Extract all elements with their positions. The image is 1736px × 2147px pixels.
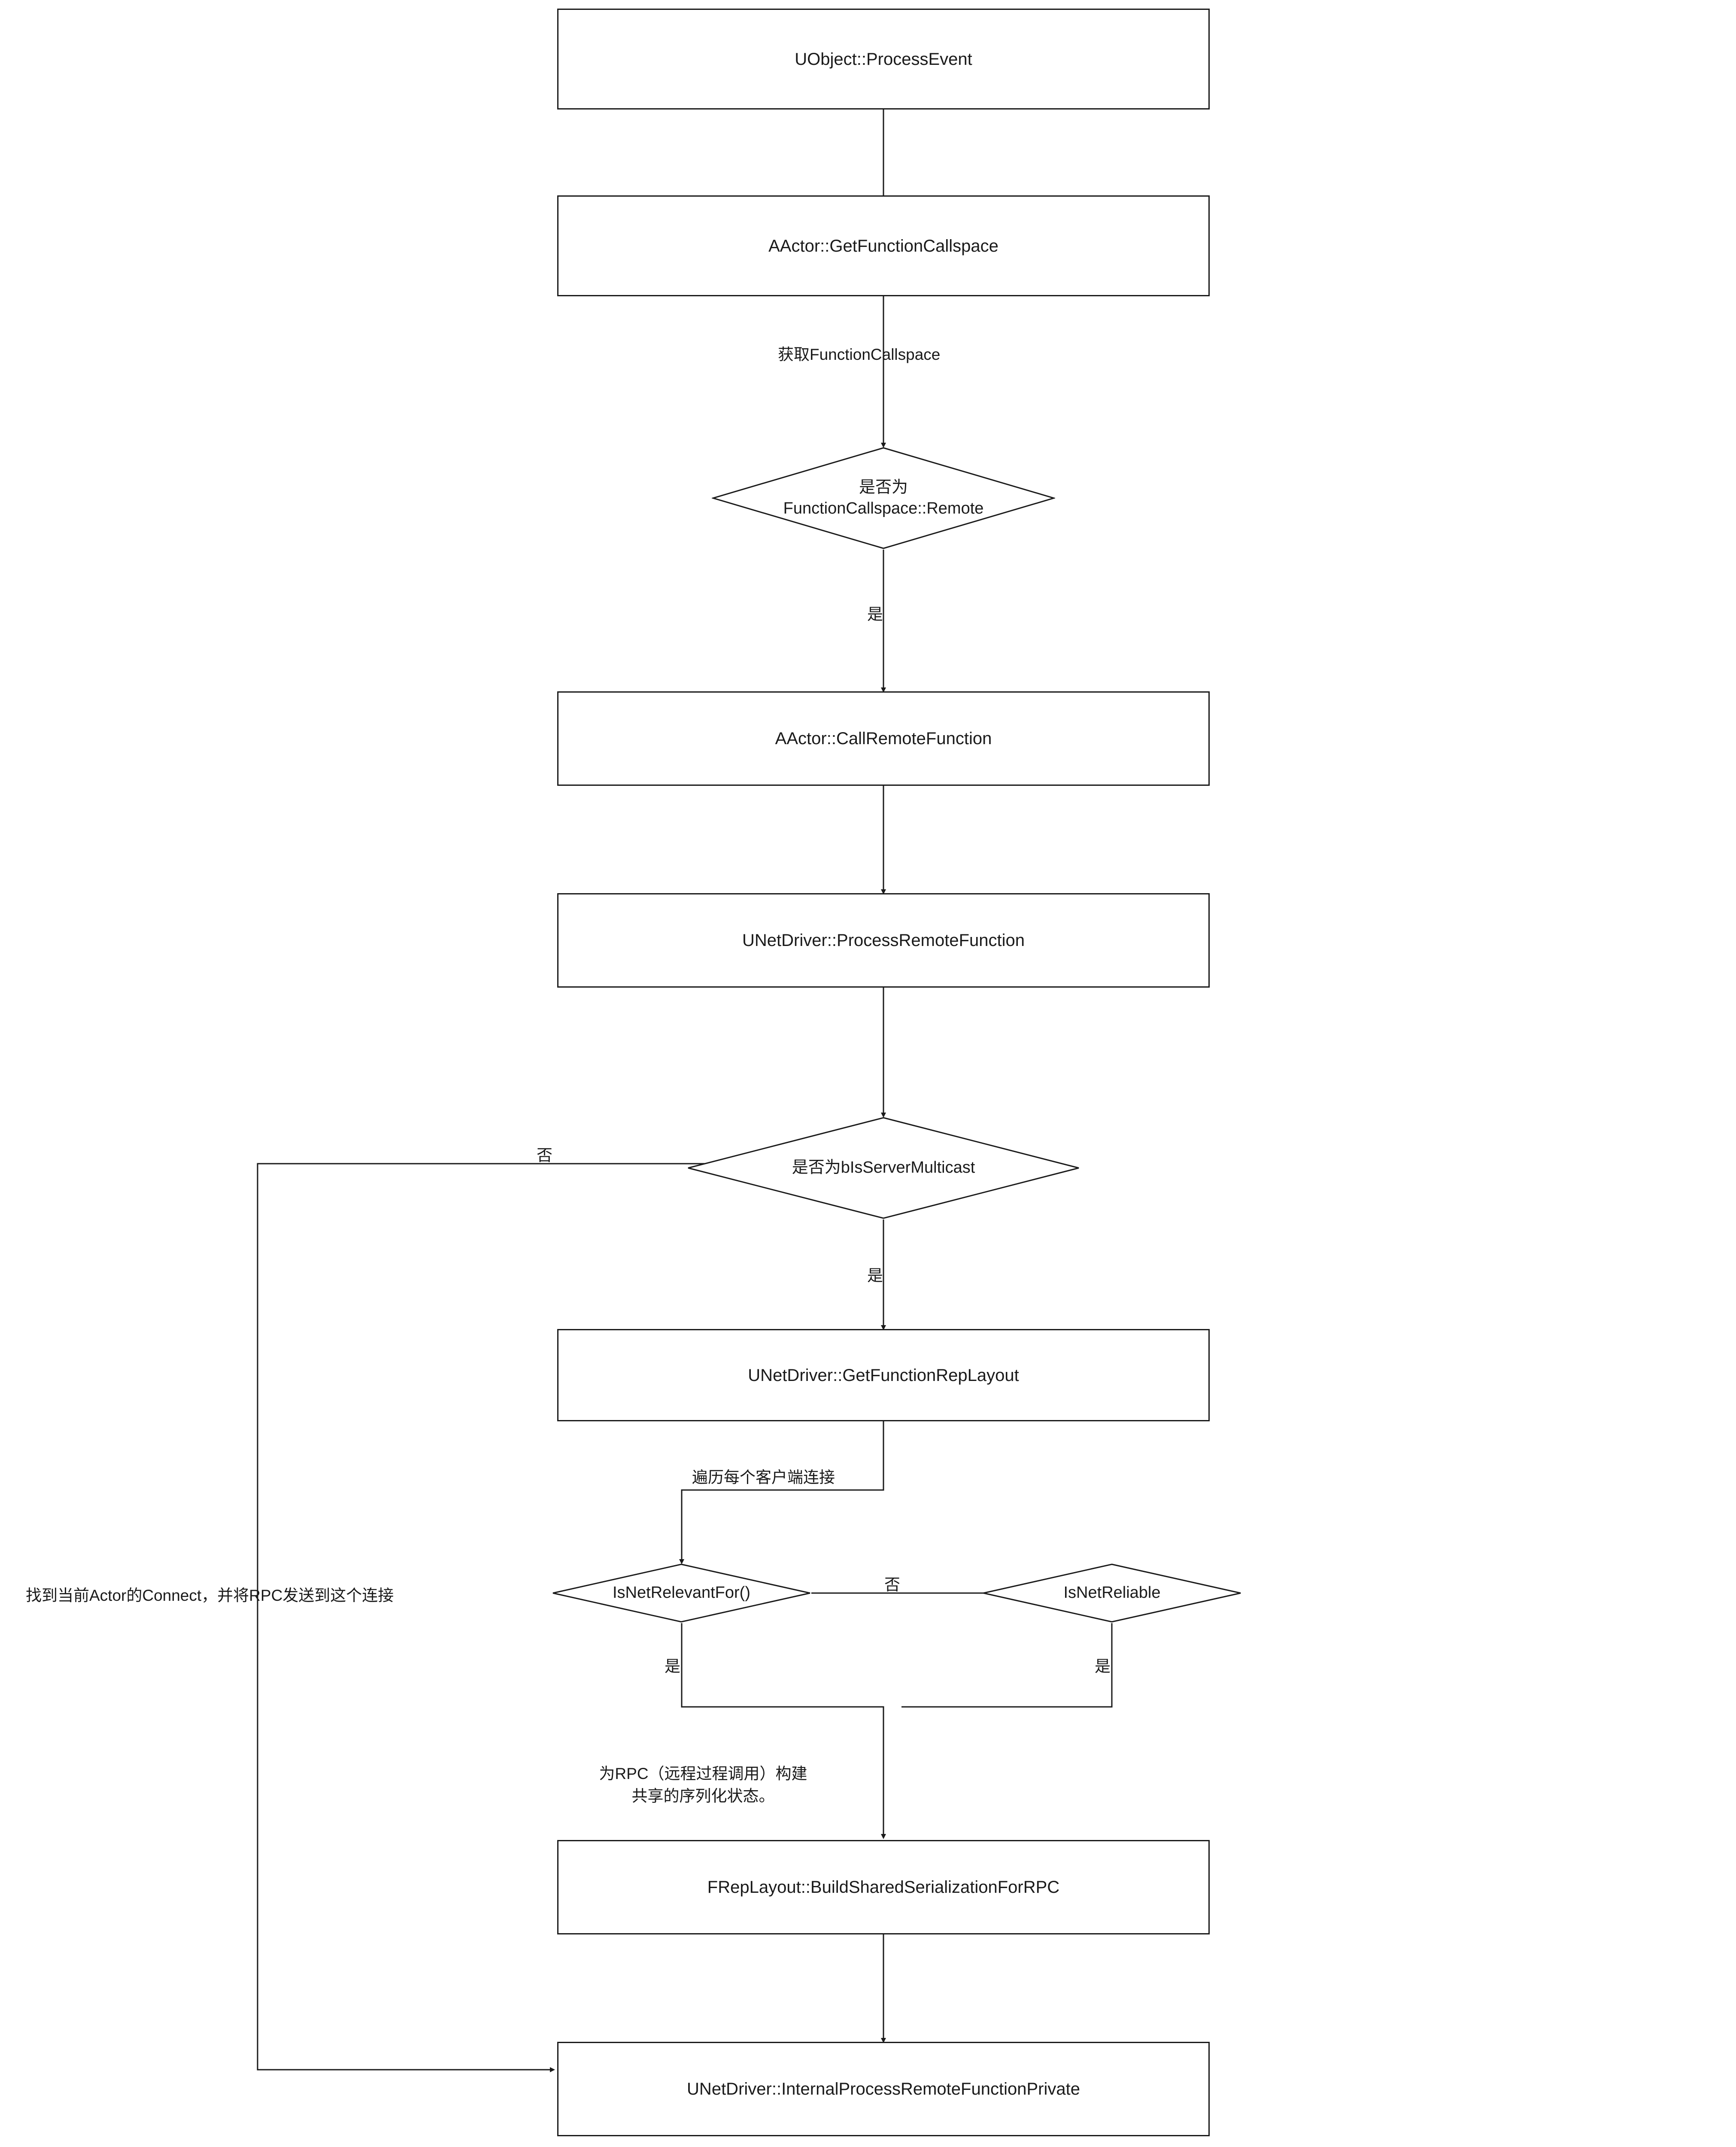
node-process-remote-function: UNetDriver::ProcessRemoteFunction	[557, 893, 1210, 988]
edge-label-find-connection: 找到当前Actor的Connect，并将RPC发送到这个连接	[26, 1587, 394, 1604]
node-label: IsNetRelevantFor()	[613, 1584, 750, 1602]
node-call-remote-function: AActor::CallRemoteFunction	[557, 691, 1210, 786]
node-label: UObject::ProcessEvent	[795, 49, 972, 69]
node-label: UNetDriver::GetFunctionRepLayout	[748, 1365, 1019, 1385]
node-label: IsNetReliable	[1063, 1584, 1161, 1602]
node-label: UNetDriver::ProcessRemoteFunction	[742, 931, 1025, 950]
node-label: AActor::GetFunctionCallspace	[768, 236, 999, 255]
edge-label-yes-reliable: 是	[1095, 1657, 1111, 1675]
diamond-shape	[552, 1563, 810, 1623]
diamond-shape	[688, 1117, 1079, 1219]
edge-label-yes-remote: 是	[867, 605, 883, 623]
node-get-function-rep-layout: UNetDriver::GetFunctionRepLayout	[557, 1329, 1210, 1421]
node-label: UNetDriver::InternalProcessRemoteFunctio…	[687, 2080, 1080, 2098]
node-is-net-relevant-for: IsNetRelevantFor()	[552, 1563, 811, 1623]
edge-label-no-relevant: 否	[884, 1576, 900, 1594]
node-is-server-multicast: 是否为bIsServerMulticast	[687, 1116, 1080, 1219]
node-label: 是否为 FunctionCallspace::Remote	[783, 478, 984, 517]
node-internal-process-remote-function-private: UNetDriver::InternalProcessRemoteFunctio…	[557, 2042, 1210, 2136]
diamond-shape	[712, 447, 1055, 549]
edge-label-no-multicast: 否	[537, 1146, 552, 1164]
node-label: FRepLayout::BuildSharedSerializationForR…	[707, 1878, 1060, 1897]
edge-label-build-shared-state: 为RPC（远程过程调用）构建 共享的序列化状态。	[599, 1765, 807, 1805]
node-label: 是否为bIsServerMulticast	[792, 1159, 975, 1177]
edge-label-get-callspace: 获取FunctionCallspace	[778, 346, 941, 363]
node-get-function-callspace: AActor::GetFunctionCallspace	[557, 195, 1210, 296]
node-label: AActor::CallRemoteFunction	[775, 729, 992, 748]
edge-label-iterate-connections: 遍历每个客户端连接	[692, 1469, 835, 1486]
node-build-shared-serialization: FRepLayout::BuildSharedSerializationForR…	[557, 1840, 1210, 1934]
node-is-remote-callspace: 是否为 FunctionCallspace::Remote	[712, 447, 1055, 550]
edge-label-yes-multicast: 是	[867, 1267, 883, 1284]
diamond-shape	[983, 1563, 1241, 1623]
node-is-net-reliable: IsNetReliable	[982, 1563, 1242, 1623]
edge-label-yes-relevant: 是	[665, 1657, 680, 1675]
node-process-event: UObject::ProcessEvent	[557, 9, 1210, 109]
